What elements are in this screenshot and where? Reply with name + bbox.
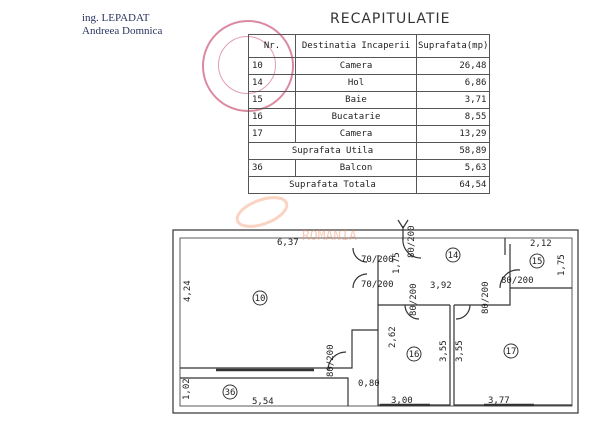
room-14: 14 — [448, 251, 459, 261]
dim: 2,12 — [530, 239, 552, 249]
dim: 1,02 — [182, 378, 192, 400]
wall-room10 — [180, 329, 378, 369]
watermark-text: ROMANIA — [302, 229, 357, 244]
door-labels: 80/200 70/200 70/200 80/200 80/200 80/20… — [326, 225, 534, 377]
cell-area: 26,48 — [415, 57, 491, 75]
entrance-arrow — [397, 219, 409, 240]
room-16: 16 — [409, 350, 420, 360]
door-label: 80/200 — [326, 344, 336, 377]
total-area: 64,54 — [415, 176, 491, 194]
room-10: 10 — [255, 294, 266, 304]
dim: 2,62 — [388, 326, 398, 348]
signature-name: ing. LEPADAT — [82, 12, 150, 24]
room-17: 17 — [506, 347, 517, 357]
header-area: Suprafata(mp) — [415, 34, 491, 58]
windows — [216, 368, 534, 407]
recap-title: RECAPITULATIE — [330, 11, 451, 27]
dimensions: 6,37 4,24 1,75 3,92 2,12 1,75 2,62 3,55 … — [182, 238, 567, 407]
dim: 4,24 — [183, 280, 193, 302]
dim: 3,55 — [439, 340, 449, 362]
door-label: 80/200 — [481, 281, 491, 314]
outer-wall — [172, 229, 579, 414]
watermark-logo — [235, 196, 289, 228]
dim: 3,55 — [455, 340, 465, 362]
door-label: 80/200 — [407, 225, 417, 258]
door-label: 80/200 — [409, 283, 419, 316]
dim: 3,77 — [488, 396, 510, 406]
door-label: 70/200 — [361, 280, 394, 290]
dim: 6,37 — [277, 238, 299, 248]
dim: 0,80 — [358, 379, 380, 389]
dim: 3,92 — [430, 281, 452, 291]
door-label: 70/200 — [361, 255, 394, 265]
dim: 1,75 — [392, 252, 402, 274]
door-label: 80/200 — [501, 276, 534, 286]
room-36: 36 — [225, 388, 236, 398]
dim: 1,75 — [557, 254, 567, 276]
wall-balcony — [180, 377, 349, 406]
signature-name-2: Andreea Domnica — [82, 25, 163, 37]
dim: 3,00 — [391, 396, 413, 406]
room-labels: 10 14 15 16 17 36 — [222, 247, 545, 400]
table-header: Nr. Destinatia Incaperii Suprafata(mp) — [248, 34, 491, 58]
room-15: 15 — [532, 257, 543, 267]
recap-table: Nr. Destinatia Incaperii Suprafata(mp) 1… — [248, 34, 491, 194]
dim: 5,54 — [252, 397, 274, 407]
signature: ing. LEPADAT Andreea Domnica — [82, 12, 162, 38]
door-swing — [402, 237, 422, 259]
